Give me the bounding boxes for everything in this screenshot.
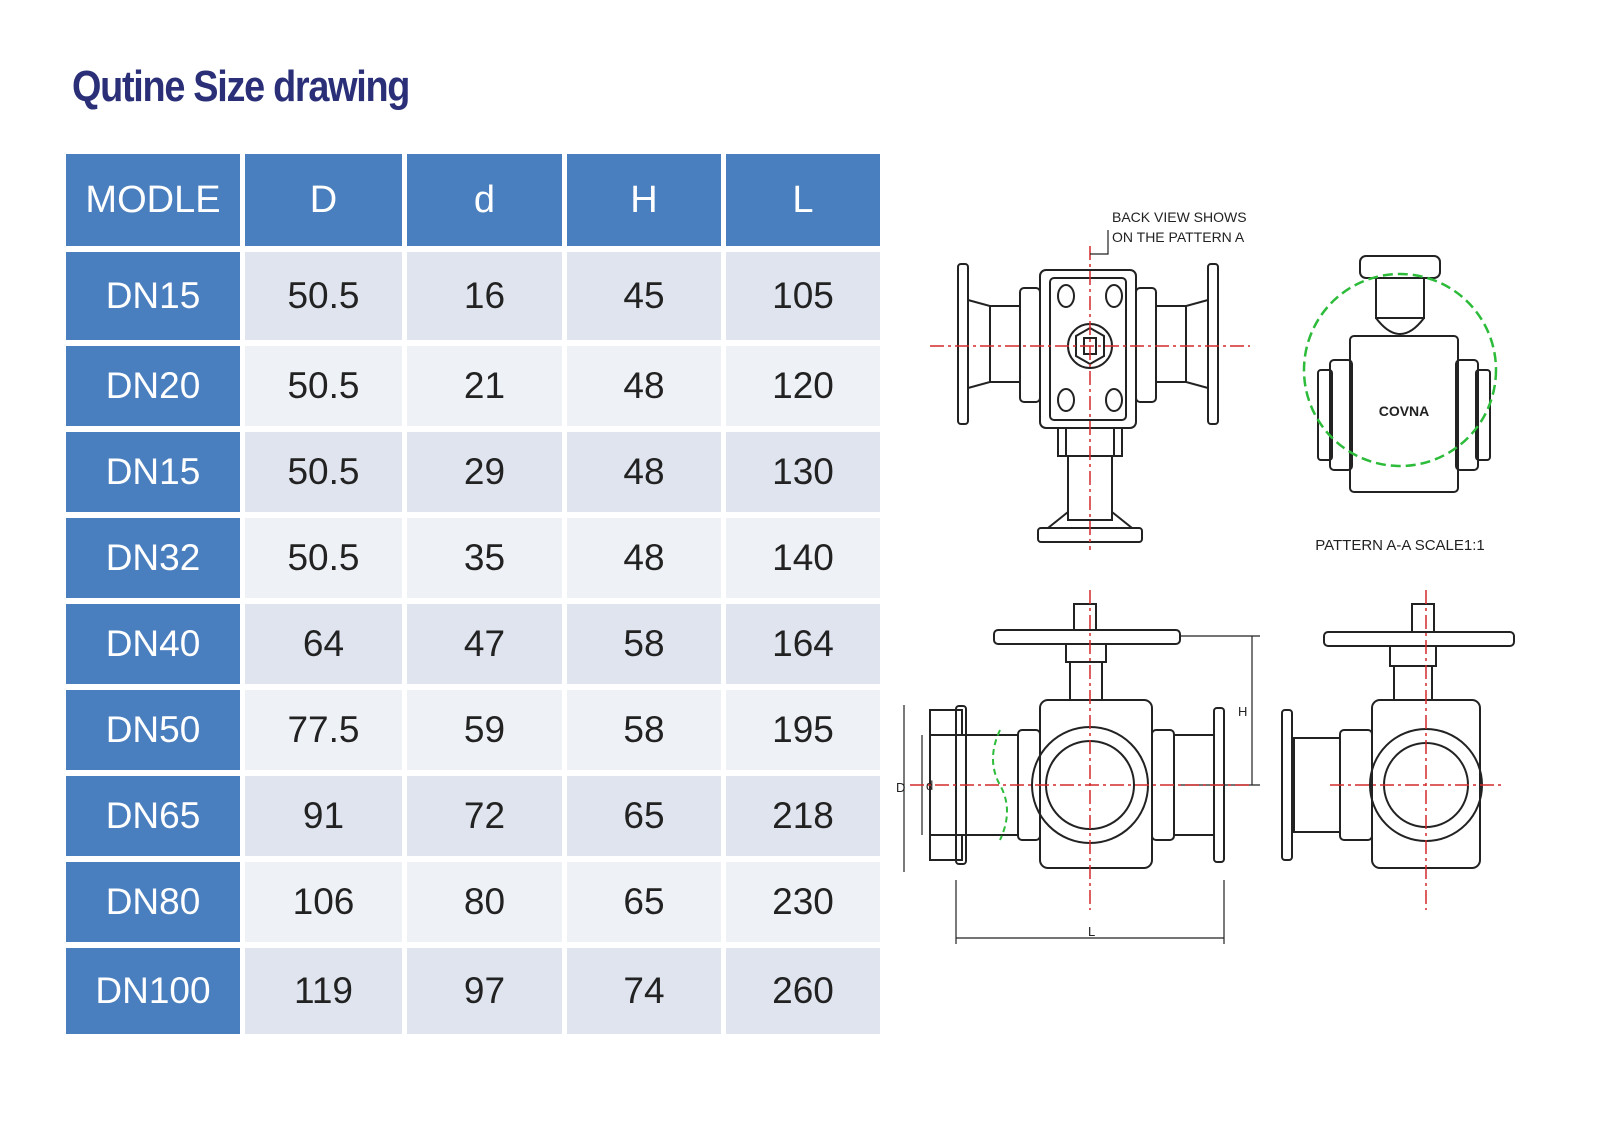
row-model: DN15 (66, 432, 240, 512)
cell-L: 164 (726, 604, 880, 684)
cell-H: 58 (567, 604, 721, 684)
top-view (957, 263, 1219, 543)
cell-d: 47 (407, 604, 562, 684)
table-header-row: MODLE D d H L (66, 154, 880, 246)
dim-H-label: H (1238, 704, 1247, 719)
cell-D: 64 (245, 604, 402, 684)
cell-L: 105 (726, 252, 880, 340)
cell-H: 74 (567, 948, 721, 1034)
note-line-1: BACK VIEW SHOWS (1112, 209, 1247, 225)
front-view (903, 603, 1260, 944)
dim-d-label: d (926, 778, 933, 793)
header-L: L (726, 154, 880, 246)
row-model: DN20 (66, 346, 240, 426)
row-model: DN65 (66, 776, 240, 856)
side-view (1281, 603, 1515, 869)
pattern-detail (1317, 255, 1491, 493)
cell-H: 65 (567, 776, 721, 856)
brand-label: COVNA (1379, 403, 1430, 419)
cell-L: 218 (726, 776, 880, 856)
header-D: D (245, 154, 402, 246)
cell-H: 48 (567, 432, 721, 512)
cell-H: 58 (567, 690, 721, 770)
page-title: Qutine Size drawing (72, 62, 410, 111)
cell-d: 59 (407, 690, 562, 770)
cell-H: 45 (567, 252, 721, 340)
cell-d: 97 (407, 948, 562, 1034)
dim-L-label: L (1088, 924, 1095, 939)
row-model: DN50 (66, 690, 240, 770)
cell-D: 77.5 (245, 690, 402, 770)
cell-H: 48 (567, 518, 721, 598)
row-model: DN100 (66, 948, 240, 1034)
cell-d: 35 (407, 518, 562, 598)
header-model: MODLE (66, 154, 240, 246)
note-line-2: ON THE PATTERN A (1112, 229, 1245, 245)
cell-D: 50.5 (245, 252, 402, 340)
valve-drawing: BACK VIEW SHOWS ON THE PATTERN A COVNA P… (896, 209, 1515, 944)
cell-d: 80 (407, 862, 562, 942)
header-d: d (407, 154, 562, 246)
side-view-centerlines (1330, 590, 1502, 910)
cell-D: 106 (245, 862, 402, 942)
cell-H: 48 (567, 346, 721, 426)
cell-d: 16 (407, 252, 562, 340)
row-model: DN40 (66, 604, 240, 684)
pattern-circle (1302, 272, 1498, 468)
cell-H: 65 (567, 862, 721, 942)
row-model: DN80 (66, 862, 240, 942)
cell-L: 130 (726, 432, 880, 512)
cell-L: 195 (726, 690, 880, 770)
top-view-centerlines (930, 246, 1250, 550)
header-H: H (567, 154, 721, 246)
cell-D: 50.5 (245, 346, 402, 426)
cell-L: 260 (726, 948, 880, 1034)
cell-d: 29 (407, 432, 562, 512)
cell-d: 72 (407, 776, 562, 856)
cell-L: 120 (726, 346, 880, 426)
cell-D: 119 (245, 948, 402, 1034)
front-view-centerlines (910, 590, 1250, 910)
cell-L: 140 (726, 518, 880, 598)
row-model: DN32 (66, 518, 240, 598)
cell-D: 91 (245, 776, 402, 856)
row-model: DN15 (66, 252, 240, 340)
cell-D: 50.5 (245, 432, 402, 512)
cell-L: 230 (726, 862, 880, 942)
cell-D: 50.5 (245, 518, 402, 598)
cell-d: 21 (407, 346, 562, 426)
pattern-label: PATTERN A-A SCALE1:1 (1315, 537, 1485, 554)
dim-D-label: D (896, 780, 905, 795)
